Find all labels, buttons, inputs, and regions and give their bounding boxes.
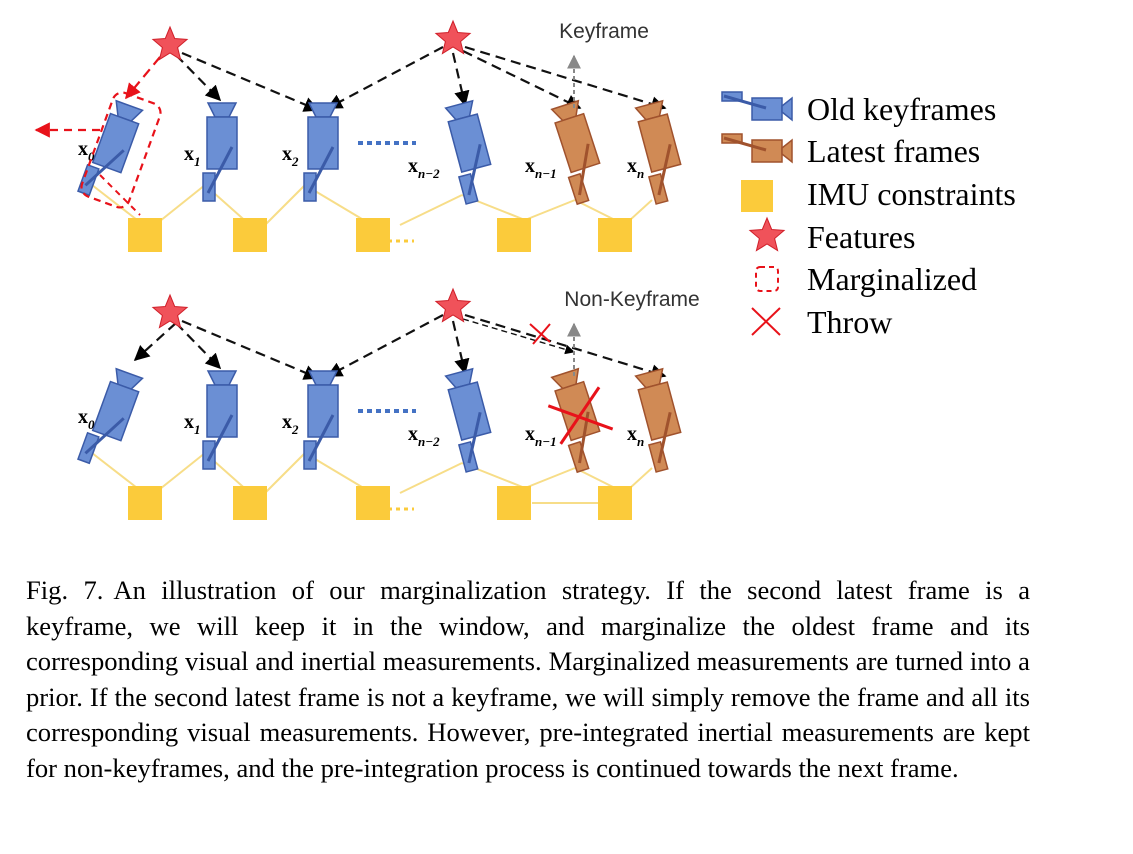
old-keyframe-camera (77, 367, 144, 465)
non-keyframe-label: Non-Keyframe (564, 288, 699, 311)
latest-frame-camera (550, 99, 601, 206)
old-keyframe-camera (77, 99, 144, 197)
old-keyframe-camera (444, 367, 492, 473)
imu-constraint (497, 218, 531, 252)
legend-label: Old keyframes (807, 91, 996, 127)
imu-constraint (598, 218, 632, 252)
frame-label: xn (627, 423, 644, 449)
legend-label: Latest frames (807, 133, 980, 169)
old-keyframe-camera (303, 370, 339, 470)
marginalized-imu-link (99, 174, 141, 216)
figure-caption: Fig. 7.An illustration of our marginaliz… (26, 573, 1030, 786)
imu-constraint (497, 486, 531, 520)
old-keyframe-camera (303, 102, 339, 202)
frame-label: x2 (282, 143, 299, 169)
legend-label: IMU constraints (807, 176, 1016, 212)
frame-label: xn (627, 155, 644, 181)
old-keyframe-camera (444, 99, 492, 205)
latest-frame-camera (547, 367, 614, 474)
yellow-square-icon (741, 180, 773, 212)
non-keyframe-panel: x0 x1 x2 xn−2 xn−1 xn Non-Keyframe (77, 287, 700, 520)
marginalized-box (80, 91, 162, 209)
figure-number: Fig. 7. (26, 575, 104, 605)
frame-label: x2 (282, 411, 299, 437)
legend-label: Throw (807, 304, 892, 340)
frame-label: x0 (78, 138, 95, 164)
feature-observations (175, 45, 667, 112)
feature-observations (133, 313, 667, 380)
latest-frame-camera (634, 367, 682, 473)
feature-star (151, 25, 189, 61)
imu-constraint (356, 486, 390, 520)
legend-label: Marginalized (807, 261, 977, 297)
red-x-icon (751, 307, 781, 336)
old-keyframe-camera (202, 102, 238, 202)
throw-mark (529, 323, 551, 343)
frame-label: x1 (184, 143, 201, 169)
imu-constraint (128, 218, 162, 252)
frame-label: x0 (78, 406, 95, 432)
keyframe-label: Keyframe (559, 20, 649, 43)
blue-camera-icon (721, 91, 793, 122)
keyframe-panel: x0 x1 x2 xn−2 xn−1 xn Keyframe (34, 19, 682, 252)
latest-frame-camera (634, 99, 682, 205)
marginalized-feature-arrow (125, 56, 161, 100)
frame-label: xn−1 (525, 155, 557, 181)
imu-constraint (233, 486, 267, 520)
frame-label: xn−2 (408, 423, 440, 449)
imu-constraint (598, 486, 632, 520)
feature-star (434, 19, 472, 55)
marginalization-figure: x0 x1 x2 xn−2 xn−1 xn Keyframe x0 x1 x2 xn−2 xn−1 xn… (34, 19, 1016, 520)
frame-label: xn−1 (525, 423, 557, 449)
frame-label: x1 (184, 411, 201, 437)
feature-star (434, 287, 472, 323)
red-star-icon (748, 216, 786, 252)
dashed-rounded-box-icon (755, 266, 779, 292)
frame-label: xn−2 (408, 155, 440, 181)
feature-star (151, 293, 189, 329)
orange-camera-icon (721, 133, 793, 164)
old-keyframe-camera (202, 370, 238, 470)
legend-label: Features (807, 219, 915, 255)
caption-text: An illustration of our marginalization s… (26, 575, 1030, 783)
imu-constraint (233, 218, 267, 252)
imu-constraint (128, 486, 162, 520)
imu-constraint (356, 218, 390, 252)
